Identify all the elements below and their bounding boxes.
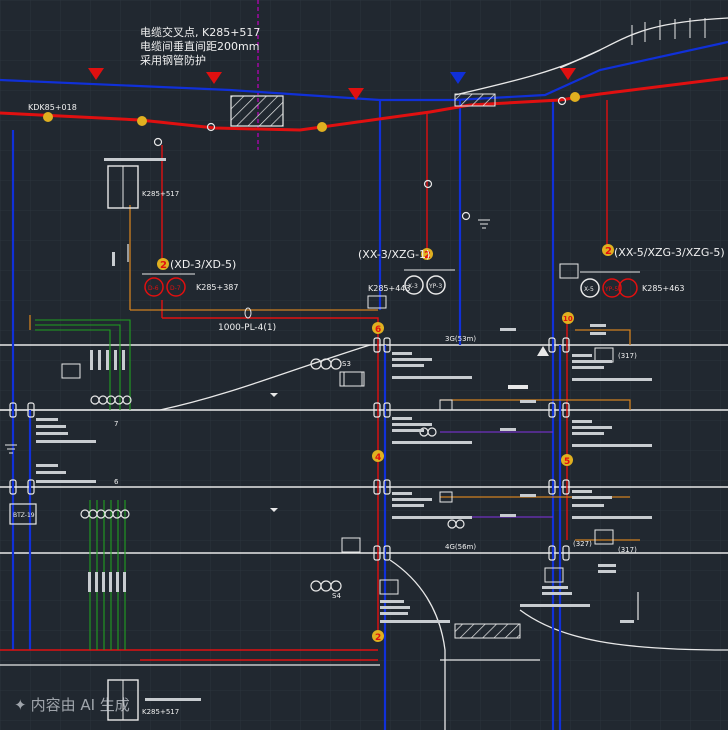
svg-text:X-3: X-3	[408, 283, 418, 290]
small-nodes	[153, 96, 567, 221]
signal-xx-mid-label: (XX-3/XZG-1)	[358, 248, 430, 261]
svg-text:D-7: D-7	[170, 285, 181, 292]
cable-crossing-box	[230, 95, 284, 127]
svg-text:4: 4	[375, 453, 381, 463]
blue-markers	[450, 72, 466, 84]
svg-text:2: 2	[605, 246, 612, 257]
signal-xx-right-label: (XX-5/XZG-3/XZG-5)	[614, 246, 725, 259]
xd-chainage: K285+387	[196, 283, 239, 292]
terrain-outline	[0, 17, 728, 730]
box-d7[interactable]	[166, 277, 186, 297]
svg-text:YP-5: YP-5	[604, 286, 618, 293]
label-s4: S4	[332, 592, 341, 600]
svg-text:(327): (327)	[573, 540, 592, 548]
sparkle-icon: ✦	[14, 695, 27, 714]
white-dividers	[127, 244, 639, 620]
red-cable	[0, 76, 728, 132]
cabinet-chainage: K285+517	[142, 190, 179, 198]
culvert-hatch	[454, 93, 496, 107]
insulated-joints	[9, 337, 570, 561]
btz-41-box[interactable]	[339, 371, 365, 387]
svg-text:BTZ-19: BTZ-19	[13, 512, 35, 519]
cabinet-chainage-bottom: K285+517	[142, 708, 179, 716]
track-num-7: 7	[114, 420, 118, 428]
label-s3: S3	[342, 360, 351, 368]
warning-markers	[88, 68, 576, 100]
blue-cable	[0, 40, 728, 730]
box-d6[interactable]	[144, 277, 164, 297]
marker-2-right	[602, 244, 614, 256]
watermark-text: 内容由 AI 生成	[30, 696, 130, 714]
svg-text:X-5: X-5	[584, 286, 594, 293]
track-num-6: 6	[114, 478, 119, 486]
detail-text-blocks	[36, 158, 652, 701]
bridge-hatch	[454, 623, 521, 639]
ground-symbols	[5, 219, 490, 454]
marker-2-mid	[421, 248, 433, 260]
vertical-tiny-labels	[88, 252, 126, 592]
svg-text:2: 2	[375, 633, 381, 643]
track-4g: 4G(56m)	[445, 543, 476, 551]
cable-markers	[43, 92, 580, 132]
right-chainage: K285+463	[642, 284, 685, 293]
svg-text:YP-3: YP-3	[428, 283, 442, 290]
svg-text:6: 6	[375, 325, 381, 335]
chainage-kdk: KDK85+018	[28, 103, 77, 112]
svg-text:D-6: D-6	[148, 285, 159, 292]
annotation-line3: 采用钢管防护	[140, 53, 206, 67]
crossing-annotation: 电缆交叉点, K285+517 电缆间垂直间距200mm 采用钢管防护	[140, 25, 260, 67]
signal-xd-label: (XD-3/XD-5)	[170, 258, 236, 271]
green-cables	[35, 319, 131, 650]
svg-text:2: 2	[424, 250, 431, 261]
svg-text:(317): (317)	[618, 352, 637, 360]
track-lines	[0, 344, 728, 554]
btz-19-box[interactable]	[9, 503, 37, 525]
cable-label: 1000-PL-4(1)	[218, 323, 276, 333]
box-yp5[interactable]	[602, 278, 622, 298]
track-3g: 3G(53m)	[445, 335, 476, 343]
small-markers	[270, 346, 549, 512]
svg-text:2: 2	[160, 260, 167, 271]
box-x3[interactable]	[404, 275, 424, 295]
svg-text:5: 5	[564, 457, 570, 467]
annotation-line1: 电缆交叉点, K285+517	[140, 25, 260, 39]
box-yp3[interactable]	[426, 275, 446, 295]
marker-2-left	[157, 258, 169, 270]
annotation-line2: 电缆间垂直间距200mm	[140, 39, 259, 53]
svg-text:(317): (317)	[618, 546, 637, 554]
box-x5[interactable]	[580, 278, 600, 298]
ai-watermark: ✦ 内容由 AI 生成	[14, 694, 130, 715]
embankment-ticks	[631, 18, 706, 45]
svg-text:10: 10	[563, 315, 573, 323]
mid-chainage: K285+443	[368, 284, 411, 293]
